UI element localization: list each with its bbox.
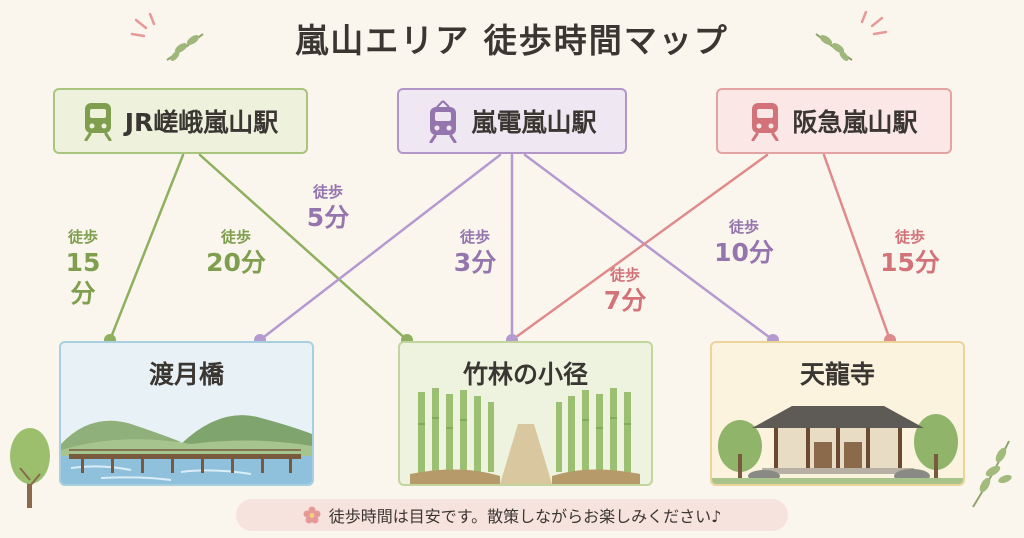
route-line-hankyu-tenryu [822, 153, 892, 342]
train-icon [84, 103, 112, 141]
bridge-illustration [61, 415, 312, 484]
walk-time-randen-tenryu: 徒歩 10分 [712, 218, 776, 268]
destination-tenryuji: 天龍寺 [710, 341, 965, 486]
route-line-hankyu-bamboo [510, 153, 769, 342]
station-name: 嵐電嵐山駅 [471, 108, 597, 137]
walk-time-randen-bamboo: 徒歩 3分 [450, 228, 500, 278]
walk-label: 徒歩 [728, 218, 759, 236]
destination-name: 竹林の小径 [462, 360, 588, 389]
leaf-sprig-icon [972, 440, 1012, 508]
route-line-randen-togetsu [258, 153, 502, 342]
walk-time: 20分 [206, 247, 266, 277]
bamboo-grove-illustration [410, 388, 640, 484]
walk-time: 5分 [306, 202, 350, 232]
train-icon [429, 100, 457, 143]
tree-icon [10, 428, 50, 508]
walk-time-jr-bamboo: 徒歩 20分 [206, 228, 266, 278]
route-line-jr-togetsu [108, 153, 185, 342]
sakura-icon [303, 506, 321, 524]
footer-note-text: 徒歩時間は目安です。散策しながらお楽しみください♪ [328, 507, 722, 526]
walk-time-randen-togetsu: 徒歩 5分 [303, 183, 353, 233]
leaf-sprig-icon [815, 33, 853, 61]
sakura-sparkle-icon [130, 12, 156, 38]
walk-time: 7分 [603, 285, 647, 315]
footer-note: 徒歩時間は目安です。散策しながらお楽しみください♪ [236, 499, 788, 531]
temple-illustration [712, 406, 963, 484]
walk-time: 10分 [714, 237, 774, 267]
destination-chikurin-no-komichi: 竹林の小径 [398, 341, 653, 486]
walk-time-jr-togetsu: 徒歩 15分 [58, 228, 108, 309]
walk-label: 徒歩 [67, 228, 98, 246]
walk-label: 徒歩 [459, 228, 490, 246]
station-hankyu-arashiyama: 阪急嵐山駅 [716, 88, 952, 154]
destination-togetsukyo: 渡月橋 [59, 341, 314, 486]
station-name: JR嵯峨嵐山駅 [124, 108, 279, 137]
walk-label: 徒歩 [894, 228, 925, 246]
walk-label: 徒歩 [312, 183, 343, 201]
leaf-sprig-icon [166, 33, 204, 61]
walk-label: 徒歩 [220, 228, 251, 246]
walk-label: 徒歩 [609, 266, 640, 284]
walk-time-hankyu-bamboo: 徒歩 7分 [598, 266, 652, 316]
sakura-sparkle-icon [860, 10, 888, 36]
destination-name: 天龍寺 [799, 360, 875, 389]
route-line-randen-tenryu [523, 153, 775, 342]
station-randen-arashiyama: 嵐電嵐山駅 [397, 88, 627, 154]
route-line-jr-bamboo [198, 153, 409, 342]
walk-time: 3分 [453, 247, 497, 277]
walk-time-hankyu-tenryu: 徒歩 15分 [878, 228, 942, 278]
train-icon [751, 103, 779, 141]
page-title: 嵐山エリア 徒歩時間マップ [295, 21, 729, 60]
station-name: 阪急嵐山駅 [792, 108, 918, 137]
station-jr-saga-arashiyama: JR嵯峨嵐山駅 [53, 88, 308, 154]
walk-time: 15分 [880, 247, 940, 277]
walk-time: 15分 [65, 247, 101, 308]
destination-name: 渡月橋 [148, 360, 224, 389]
